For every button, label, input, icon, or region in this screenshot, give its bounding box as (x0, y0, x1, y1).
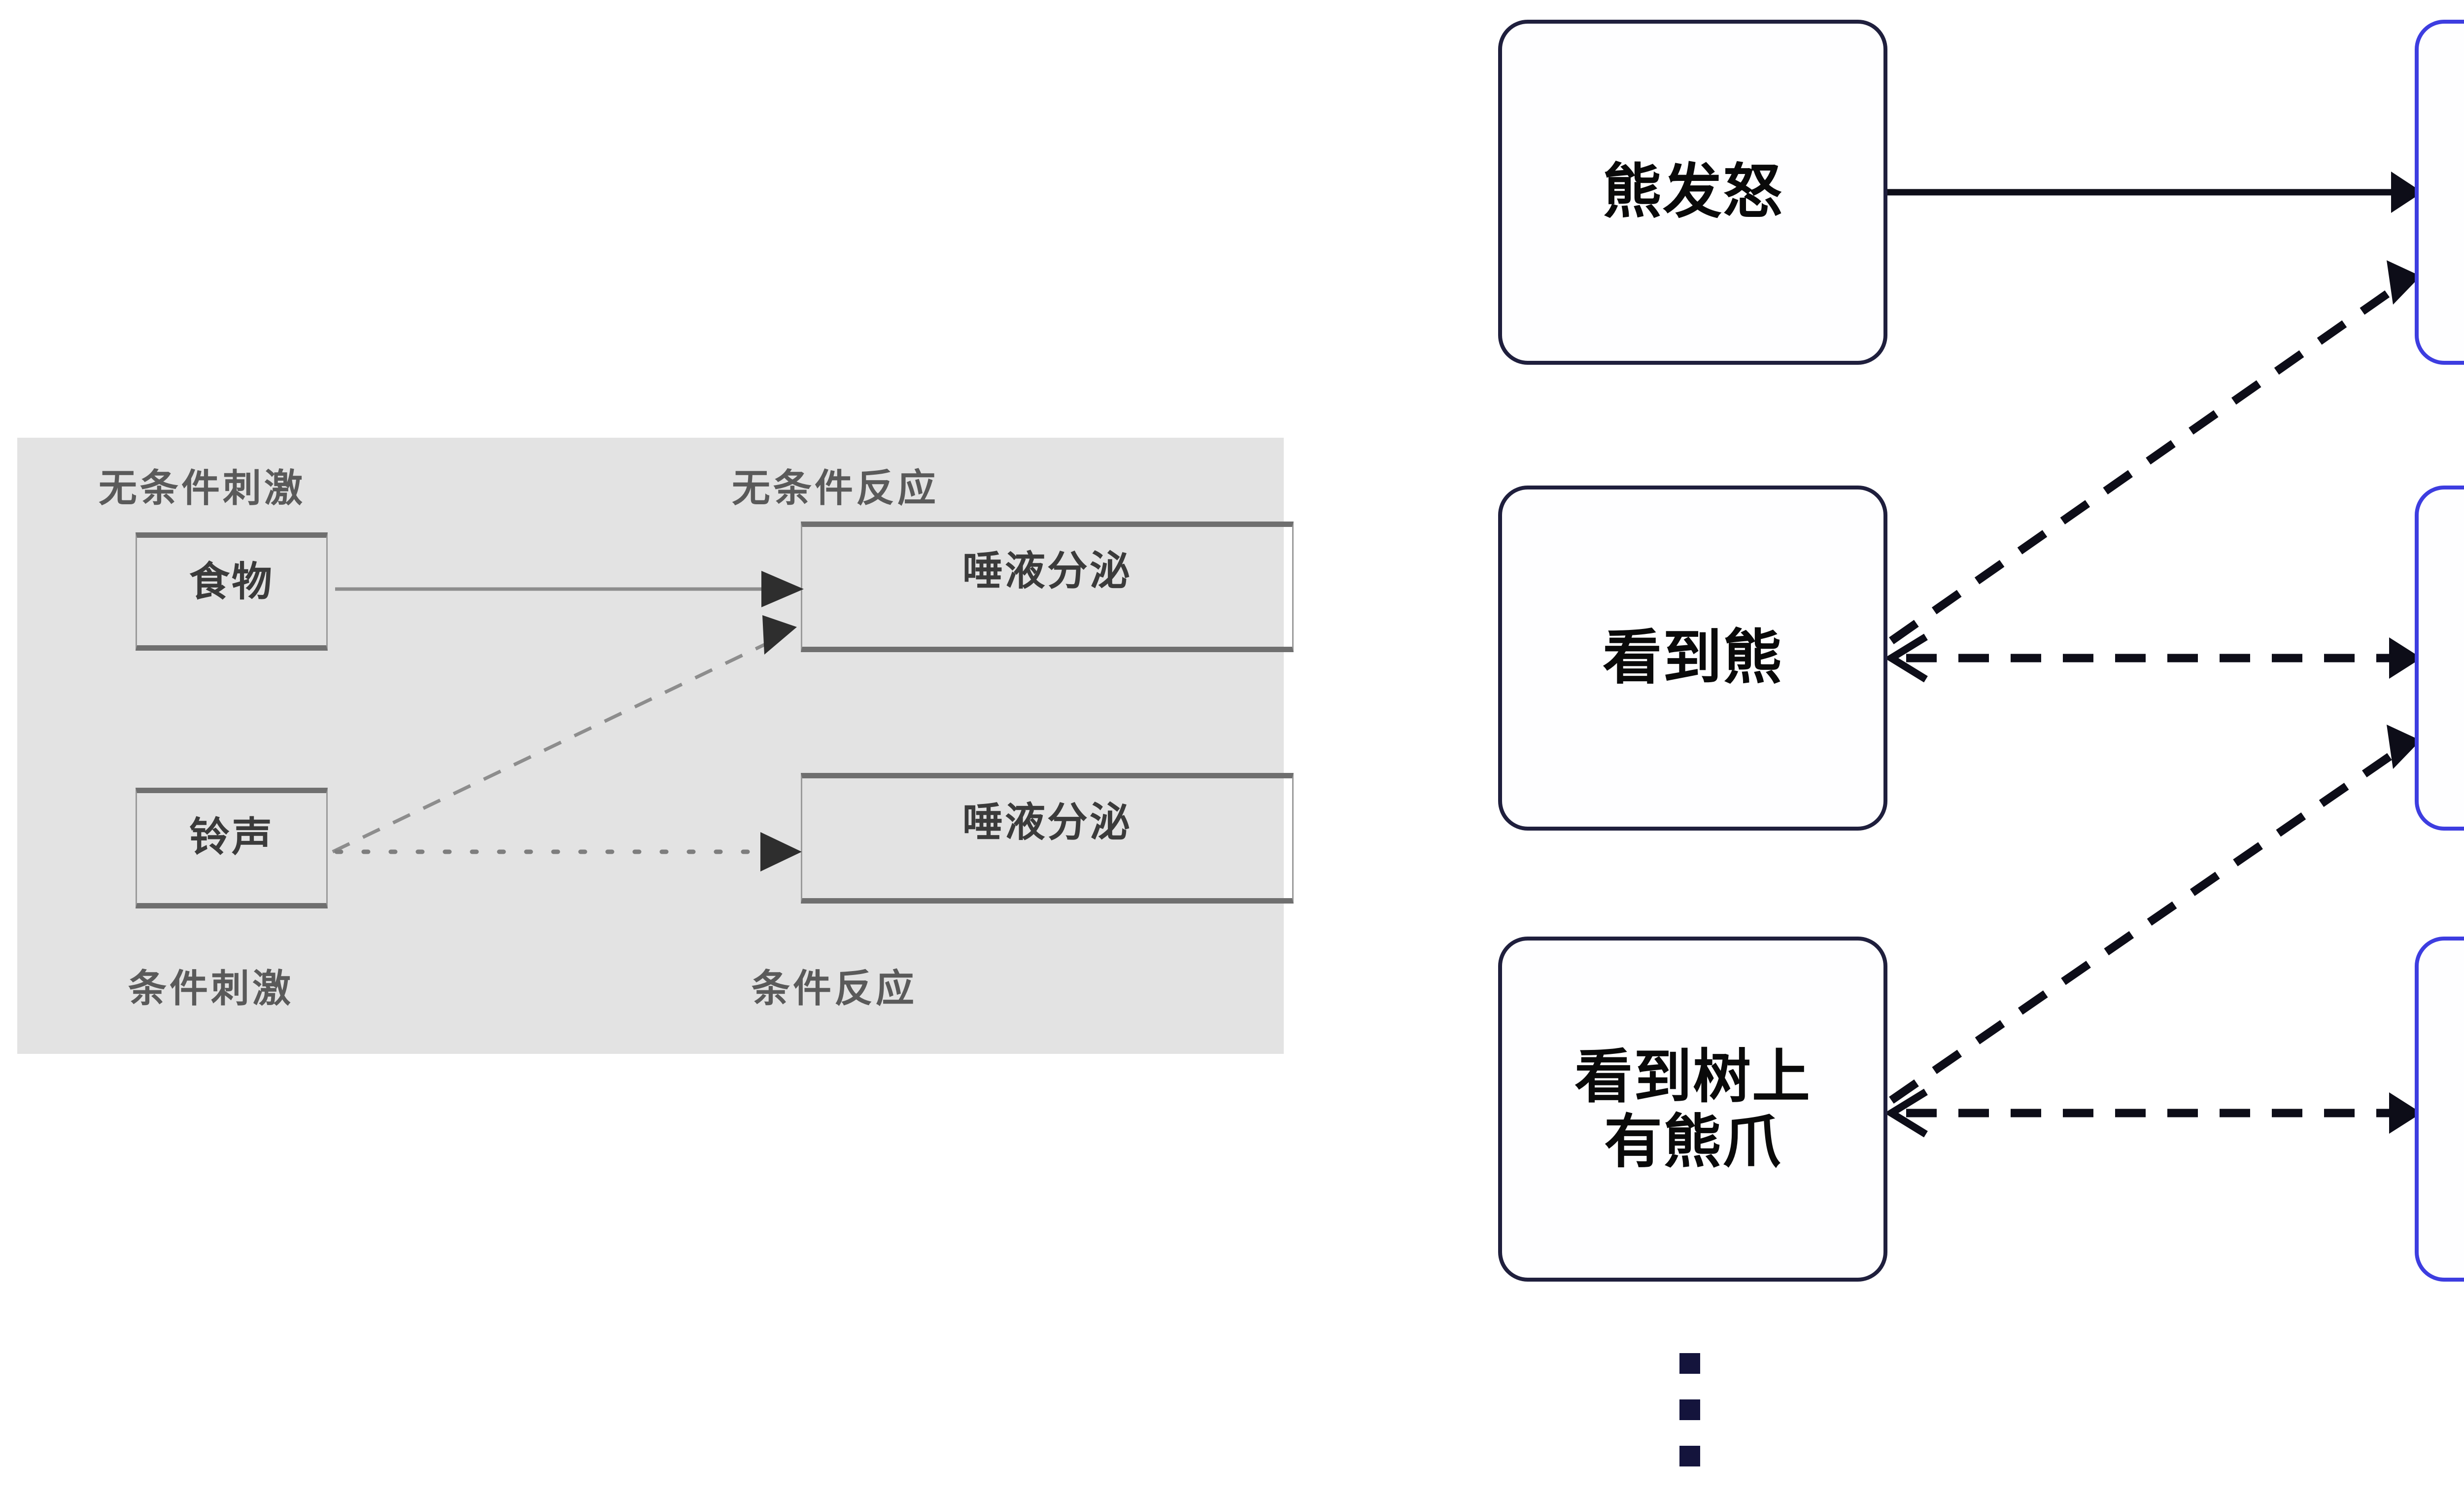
ellipsis-square (1679, 1353, 1700, 1374)
box-salivation-unconditioned: 唾液分泌 (801, 522, 1294, 652)
classical-conditioning-arrows (332, 571, 804, 872)
classical-conditioning-panel: 无条件刺激 无条件反应 条件刺激 条件反应 食物 铃声 唾液分泌 唾液分泌 (17, 438, 1294, 1054)
arrow-anger-to-reward (1887, 172, 2423, 213)
arrow-see-claw-to-vsprime (1889, 725, 2421, 1104)
arrow-see-claw-to-vs (1884, 1088, 2422, 1138)
box-food: 食物 (136, 532, 328, 651)
value-propagation-panel: 熊发怒 看到熊 看到树上 有熊爪 奖励 V(s′) V(s) (1478, 0, 2464, 1499)
box-bear-angry: 熊发怒 (1498, 20, 1887, 365)
value-propagation-arrows (1884, 172, 2423, 1138)
arrow-see-bear-to-reward (1889, 260, 2421, 644)
arrow-bell-to-salivation-unconditioned (332, 615, 797, 854)
box-value-state: V(s) (2415, 937, 2464, 1282)
ellipsis-square (1679, 1399, 1700, 1420)
box-value-next-state: V(s′) (2415, 486, 2464, 831)
arrow-bell-to-salivation-conditioned (334, 832, 802, 872)
box-bear-angry-label: 熊发怒 (1603, 157, 1783, 226)
caption-unconditioned-response: 无条件反应 (732, 466, 939, 511)
ellipsis-square (1679, 1446, 1700, 1466)
caption-conditioned-stimulus: 条件刺激 (128, 967, 294, 1011)
ellipsis-left-column (1679, 1353, 1700, 1466)
box-bell: 铃声 (136, 788, 328, 908)
arrow-food-to-salivation (335, 571, 804, 607)
box-see-claw-marks: 看到树上 有熊爪 (1498, 937, 1887, 1282)
box-reward: 奖励 (2415, 20, 2464, 365)
caption-unconditioned-stimulus: 无条件刺激 (99, 466, 306, 511)
caption-conditioned-response: 条件反应 (752, 967, 918, 1011)
box-see-bear-label: 看到熊 (1603, 623, 1783, 692)
box-see-claw-marks-label: 看到树上 有熊爪 (1574, 1042, 1811, 1176)
box-salivation-conditioned: 唾液分泌 (801, 773, 1294, 904)
arrow-see-bear-to-vsprime (1884, 633, 2422, 683)
box-see-bear: 看到熊 (1498, 486, 1887, 831)
